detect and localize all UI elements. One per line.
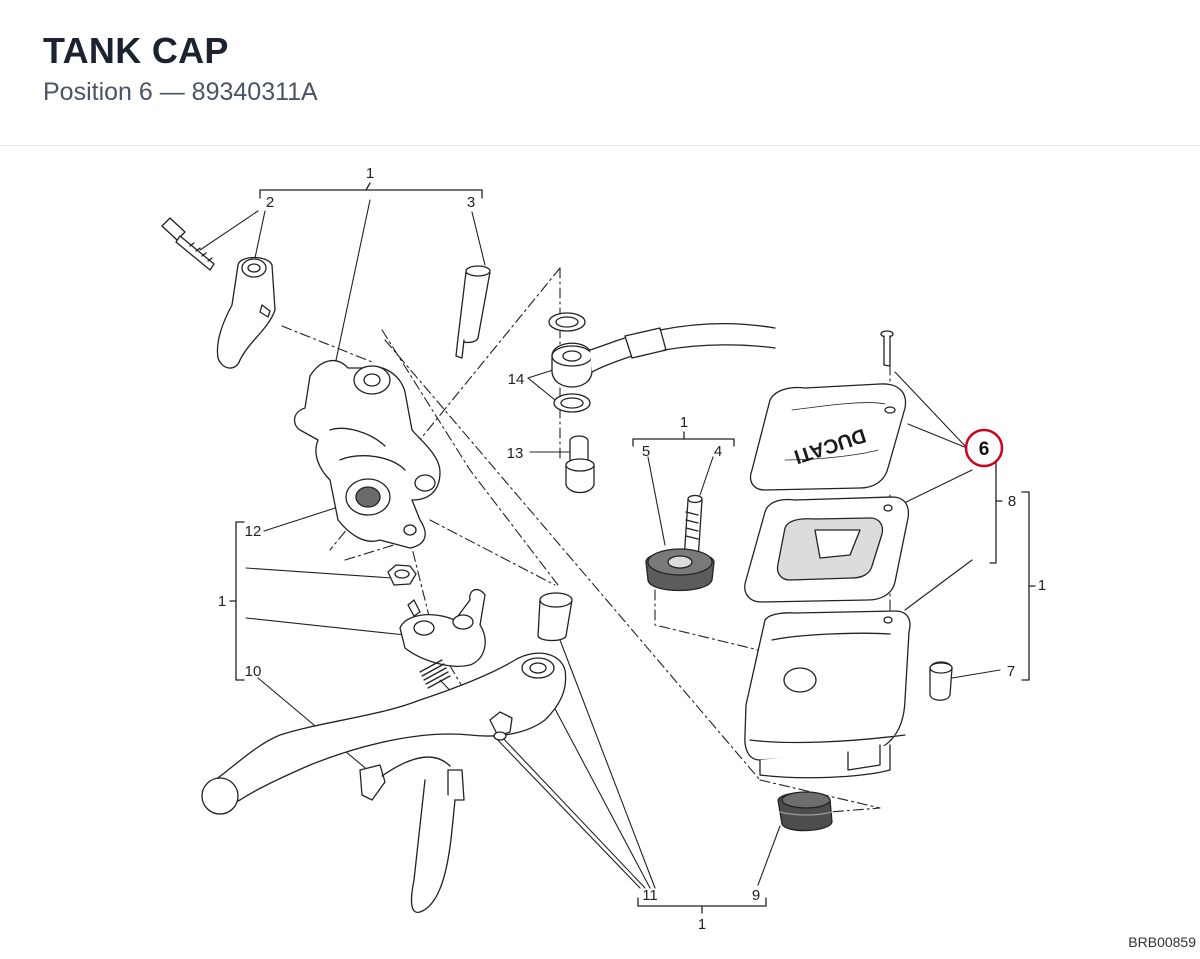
bushing xyxy=(537,592,573,642)
part-7-plug xyxy=(929,661,953,701)
callout-2: 2 xyxy=(266,194,274,211)
callout-8: 8 xyxy=(1008,493,1016,510)
bracket-top xyxy=(259,182,483,199)
brake-switch xyxy=(359,756,465,913)
reservoir-body xyxy=(744,610,911,779)
bracket-bottom xyxy=(637,897,767,914)
part-6-tank-cap xyxy=(749,383,907,491)
page-header: TANK CAP Position 6 — 89340311A xyxy=(0,0,1200,146)
drawing-code: BRB00859 xyxy=(1128,934,1196,950)
callout-7: 7 xyxy=(1007,663,1015,680)
callout-6: 6 xyxy=(979,439,990,460)
part-5-grommet xyxy=(645,548,715,592)
callout-12: 12 xyxy=(245,523,262,540)
spring xyxy=(419,659,451,689)
pivot-bracket xyxy=(399,588,486,667)
part-10-lever xyxy=(201,652,567,815)
part-13-bolt xyxy=(565,435,595,494)
part-14-banjo xyxy=(551,336,633,388)
nut xyxy=(387,564,417,586)
callout-1-top: 1 xyxy=(366,165,374,182)
part-2-clamp xyxy=(216,256,276,369)
callout-5: 5 xyxy=(642,443,650,460)
exploded-parts-diagram: DUCATI 1 2 3 14 13 1 5 4 12 1 10 8 1 7 1… xyxy=(0,146,1200,954)
part-14-washer-bottom xyxy=(553,393,591,413)
callout-1-bottom: 1 xyxy=(698,916,706,933)
callout-11: 11 xyxy=(642,887,658,904)
callout-14: 14 xyxy=(508,371,525,388)
page-title: TANK CAP xyxy=(43,30,229,71)
tank-cap-screw xyxy=(880,330,894,367)
callout-1-right: 1 xyxy=(1038,577,1046,594)
callout-1-mid: 1 xyxy=(680,414,688,431)
part-2-screw xyxy=(161,217,215,271)
brake-hose xyxy=(624,323,776,359)
master-cylinder-body xyxy=(293,359,441,549)
bracket-right-8 xyxy=(989,459,1003,564)
bracket-mid xyxy=(632,431,735,447)
callout-10: 10 xyxy=(245,663,262,680)
callout-3: 3 xyxy=(467,194,475,211)
part-8-diaphragm xyxy=(744,496,910,603)
page-subtitle: Position 6 — 89340311A xyxy=(43,78,318,106)
part-9-grommet xyxy=(777,791,833,832)
callout-1-left: 1 xyxy=(218,593,226,610)
bracket-left xyxy=(229,521,245,681)
part-4-screw xyxy=(683,494,703,561)
callout-4: 4 xyxy=(714,443,722,460)
callout-13: 13 xyxy=(507,445,524,462)
bracket-right-1 xyxy=(1021,491,1036,681)
callout-9: 9 xyxy=(752,887,760,904)
part-14-washer-top xyxy=(548,312,586,332)
highlight-position-6: 6 xyxy=(964,428,1004,468)
part-3-pin xyxy=(455,265,491,359)
